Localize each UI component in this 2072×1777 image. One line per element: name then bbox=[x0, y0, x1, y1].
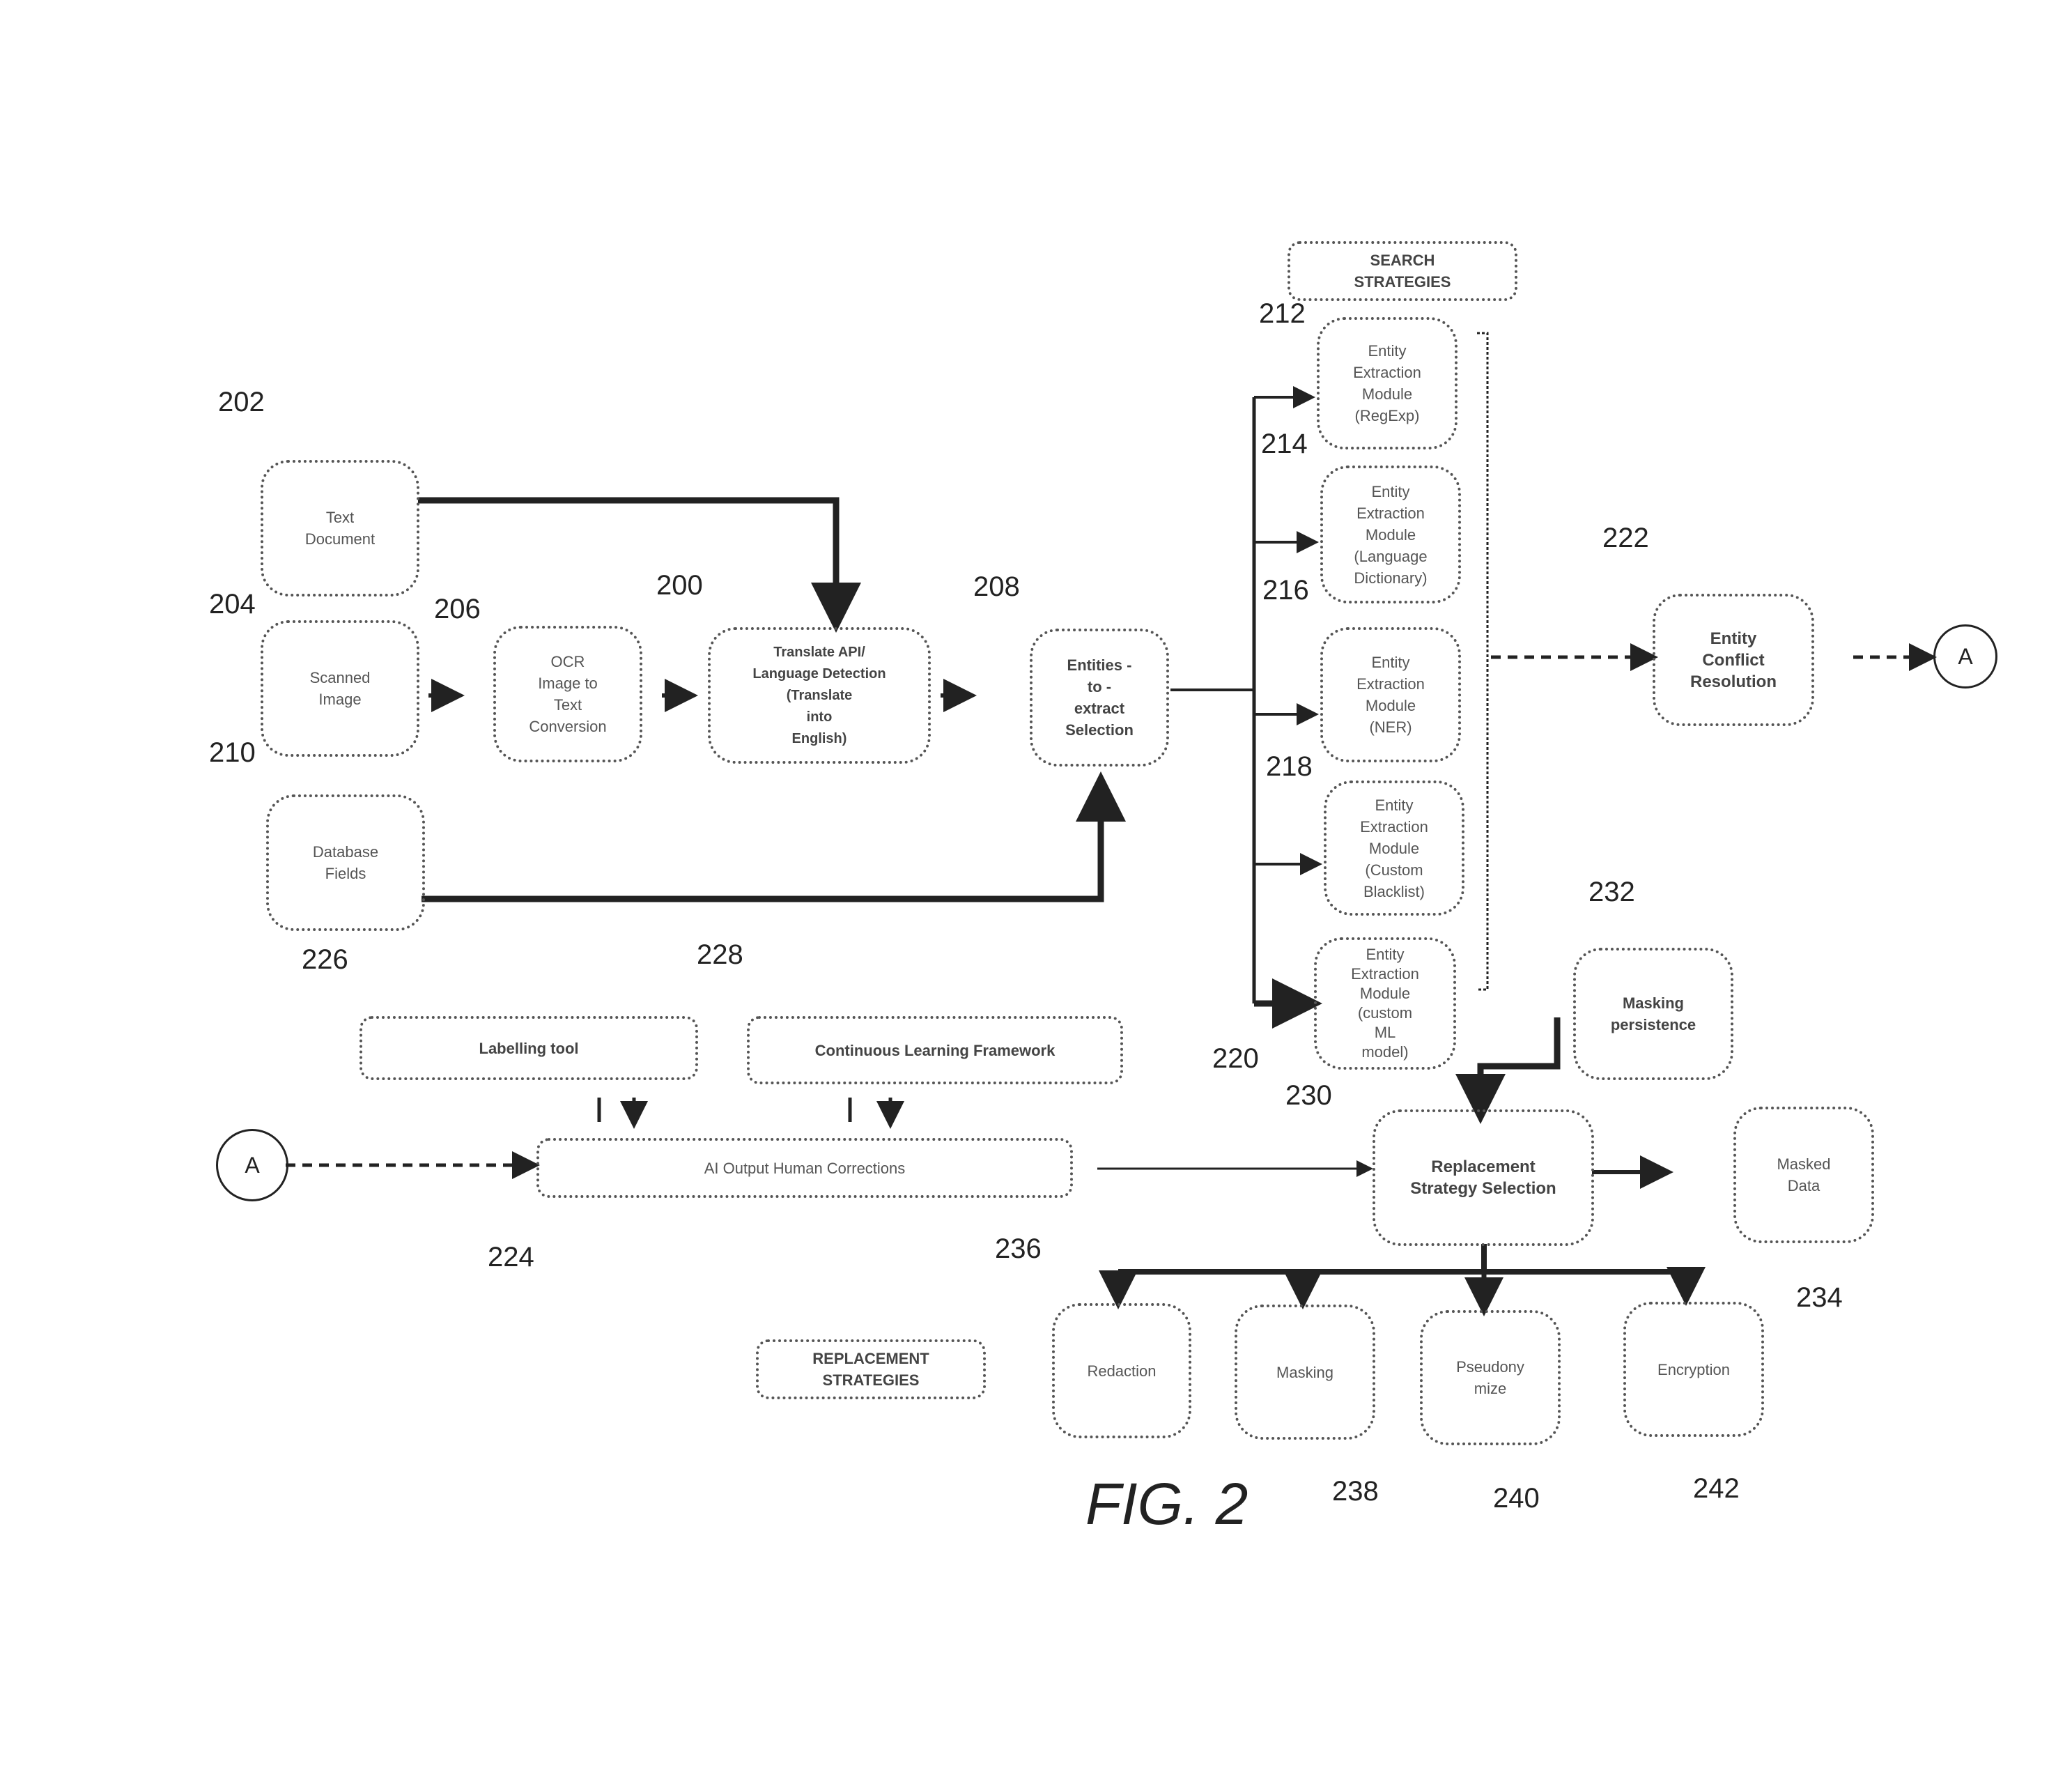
persistence-to-replacement bbox=[1455, 1017, 1561, 1124]
ref-206: 206 bbox=[434, 594, 481, 624]
ref-224: 224 bbox=[488, 1242, 534, 1272]
pseudonymize-box: Pseudony mize bbox=[1420, 1310, 1561, 1445]
ref-232: 232 bbox=[1588, 877, 1635, 907]
continuous-learning-box: Continuous Learning Framework bbox=[747, 1016, 1123, 1084]
entities-selection-box: Entities - to - extract Selection bbox=[1030, 629, 1169, 767]
ref-216: 216 bbox=[1262, 575, 1309, 606]
ref-218: 218 bbox=[1266, 751, 1313, 782]
strategy-bus bbox=[1118, 1244, 1686, 1275]
database-fields-box: Database Fields bbox=[266, 794, 425, 931]
ref-214: 214 bbox=[1261, 429, 1308, 459]
ref-234: 234 bbox=[1796, 1282, 1843, 1313]
ref-228: 228 bbox=[697, 939, 743, 970]
db-to-entities-line bbox=[422, 771, 1126, 902]
ref-236: 236 bbox=[995, 1233, 1042, 1264]
connector-a-right: A bbox=[1933, 624, 1997, 689]
figure-label: FIG. 2 bbox=[1085, 1471, 1248, 1537]
blacklist-module-box: Entity Extraction Module (Custom Blackli… bbox=[1324, 780, 1464, 916]
ref-238: 238 bbox=[1332, 1476, 1379, 1507]
ref-202: 202 bbox=[218, 387, 265, 417]
masked-data-box: Masked Data bbox=[1733, 1107, 1874, 1243]
ai-output-corrections-box: AI Output Human Corrections bbox=[536, 1138, 1073, 1198]
ref-204: 204 bbox=[209, 589, 256, 620]
masking-box: Masking bbox=[1235, 1305, 1375, 1440]
ref-208: 208 bbox=[973, 571, 1020, 602]
language-dictionary-module-box: Entity Extraction Module (Language Dicti… bbox=[1320, 466, 1461, 603]
redaction-box: Redaction bbox=[1052, 1303, 1191, 1438]
ref-222: 222 bbox=[1602, 523, 1649, 553]
translate-box: Translate API/ Language Detection (Trans… bbox=[708, 627, 931, 764]
ref-200: 200 bbox=[656, 570, 703, 601]
text-to-translate-line bbox=[418, 497, 861, 633]
masking-persistence-box: Masking persistence bbox=[1573, 948, 1733, 1080]
custom-ml-module-box: Entity Extraction Module (custom ML mode… bbox=[1314, 937, 1456, 1070]
ner-module-box: Entity Extraction Module (NER) bbox=[1320, 627, 1461, 762]
ref-220: 220 bbox=[1212, 1043, 1259, 1074]
connector-a-left: A bbox=[216, 1129, 288, 1201]
ref-226: 226 bbox=[302, 944, 348, 975]
ref-240: 240 bbox=[1493, 1483, 1540, 1514]
search-strategies-label: SEARCH STRATEGIES bbox=[1288, 241, 1517, 301]
ref-230: 230 bbox=[1285, 1080, 1332, 1111]
replacement-strategies-label: REPLACEMENT STRATEGIES bbox=[756, 1339, 986, 1399]
text-document-box: Text Document bbox=[261, 460, 419, 597]
modules-bracket bbox=[1477, 332, 1489, 991]
regexp-module-box: Entity Extraction Module (RegExp) bbox=[1317, 317, 1458, 449]
scanned-image-box: Scanned Image bbox=[261, 620, 419, 757]
ref-242: 242 bbox=[1693, 1473, 1740, 1504]
labelling-tool-box: Labelling tool bbox=[359, 1016, 698, 1080]
ocr-box: OCR Image to Text Conversion bbox=[493, 626, 642, 762]
ref-210: 210 bbox=[209, 737, 256, 768]
ref-212: 212 bbox=[1259, 298, 1306, 329]
replacement-strategy-selection-box: Replacement Strategy Selection bbox=[1373, 1109, 1594, 1246]
entity-conflict-resolution-box: Entity Conflict Resolution bbox=[1653, 594, 1814, 726]
encryption-box: Encryption bbox=[1623, 1302, 1764, 1437]
